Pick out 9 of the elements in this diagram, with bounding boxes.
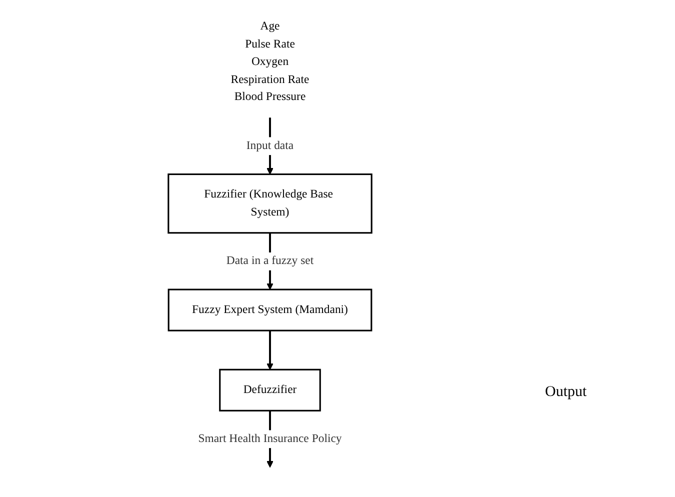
edge-label: Smart Health Insurance Policy xyxy=(198,432,342,446)
edge-label: Input data xyxy=(246,139,294,152)
output-label: Output xyxy=(545,384,588,401)
edge-label: Data in a fuzzy set xyxy=(226,254,314,268)
arrow xyxy=(266,330,274,370)
node-box: Fuzzifier (Knowledge Base System) xyxy=(168,173,372,234)
node-box: Fuzzy Expert System (Mamdani) xyxy=(168,288,372,332)
node-box: Defuzzifier xyxy=(219,368,321,412)
node-text: Age Pulse Rate Oxygen Respiration Rate Blood Pressure xyxy=(230,20,310,104)
